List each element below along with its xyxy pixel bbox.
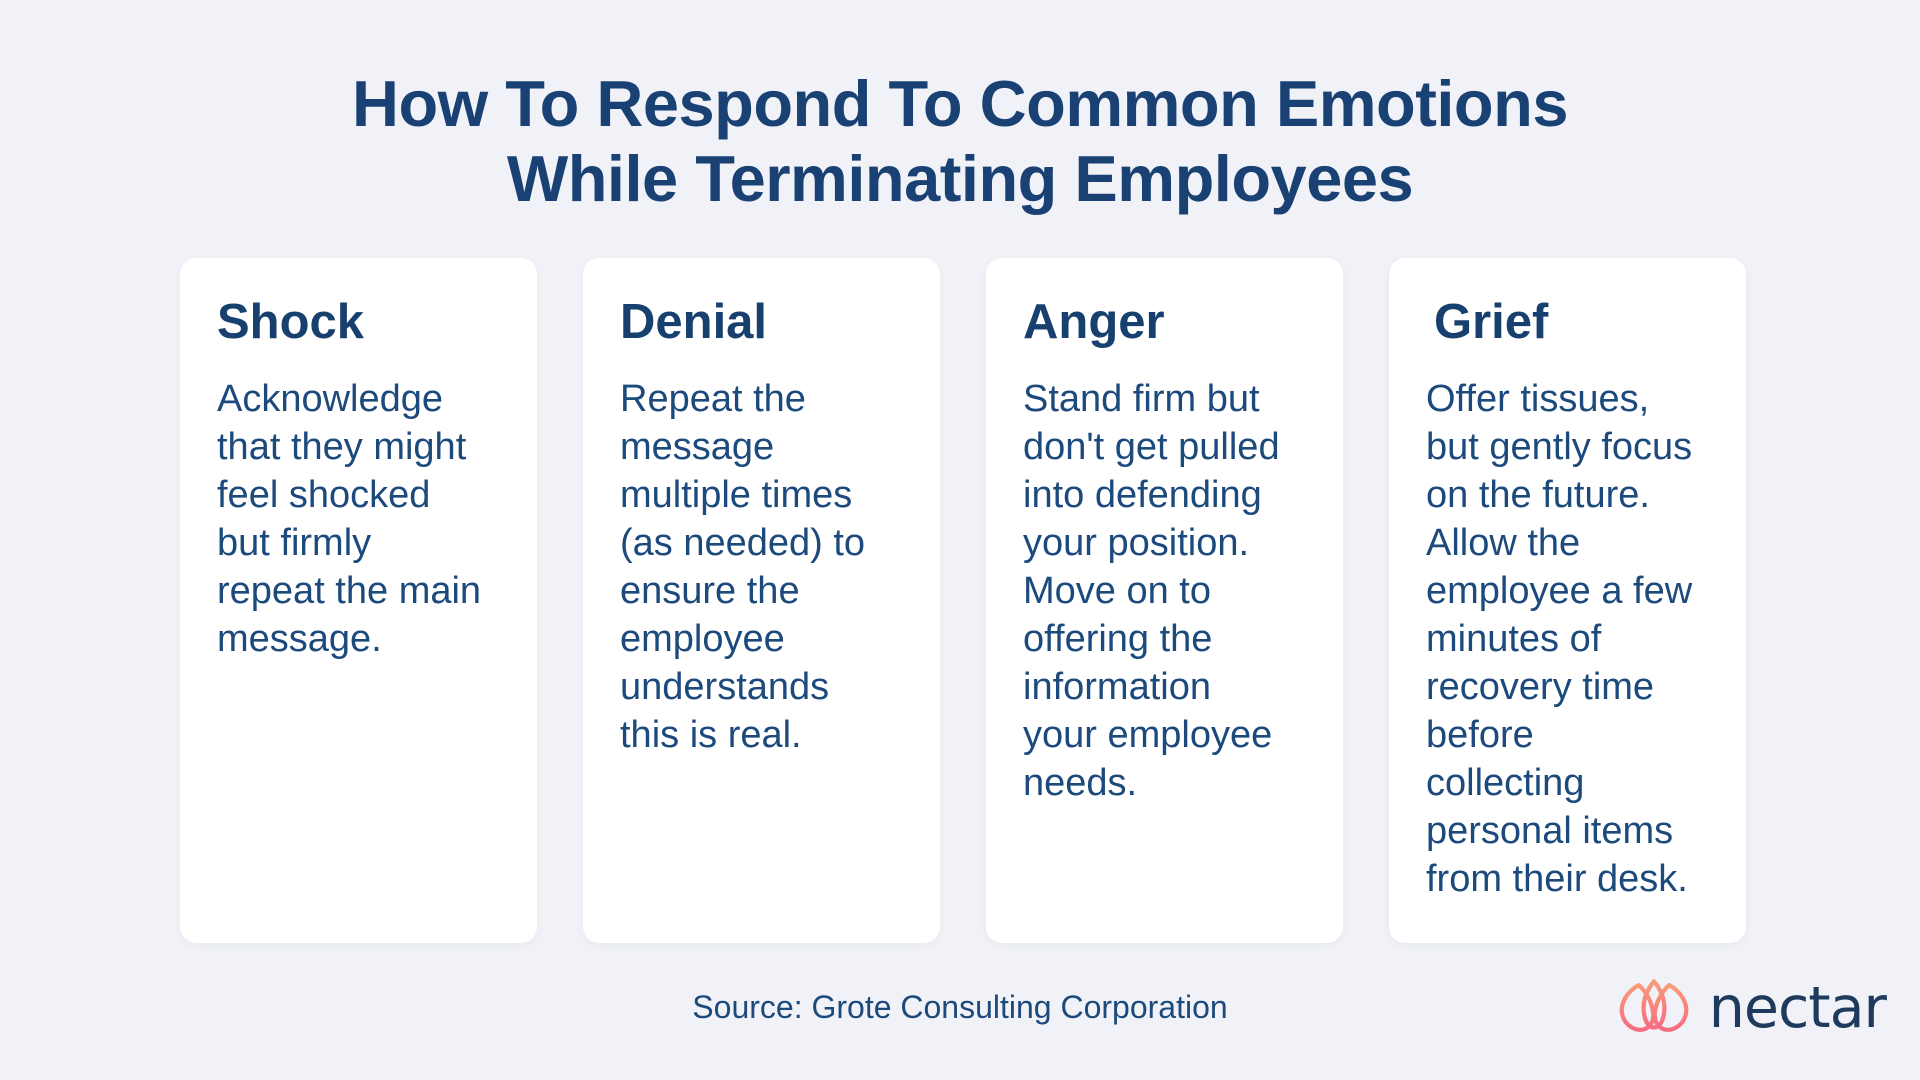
card-shock-body: Acknowledge that they might feel shocked… (217, 378, 482, 661)
lotus-center-petal (1641, 979, 1667, 1030)
emotion-cards: Shock Acknowledge that they might feel s… (180, 258, 1746, 943)
card-denial: Denial Repeat the message multiple times… (583, 258, 940, 943)
nectar-logo: nectar (1615, 974, 1887, 1041)
brand-wordmark: nectar (1708, 974, 1887, 1041)
card-anger: Anger Stand firm but don't get pulled in… (986, 258, 1343, 943)
lotus-left-petal (1619, 983, 1656, 1032)
lotus-flower-icon (1619, 979, 1689, 1032)
page-title-line1: How To Respond To Common Emotions (352, 67, 1569, 140)
card-anger-heading: Anger (1023, 295, 1165, 349)
card-denial-heading: Denial (620, 295, 768, 349)
lotus-right-petal (1652, 983, 1689, 1032)
card-denial-body: Repeat the message multiple times (as ne… (620, 378, 866, 757)
card-shock-heading: Shock (217, 295, 365, 349)
card-shock: Shock Acknowledge that they might feel s… (180, 258, 537, 943)
card-anger-body: Stand firm but don't get pulled into def… (1023, 378, 1280, 805)
card-grief: Grief Offer tissues, but gently focus on… (1389, 258, 1746, 943)
page-title-line2: While Terminating Employees (506, 142, 1414, 215)
source-attribution: Source: Grote Consulting Corporation (692, 989, 1228, 1025)
card-grief-heading: Grief (1434, 295, 1549, 349)
card-grief-body: Offer tissues, but gently focus on the f… (1426, 378, 1693, 901)
